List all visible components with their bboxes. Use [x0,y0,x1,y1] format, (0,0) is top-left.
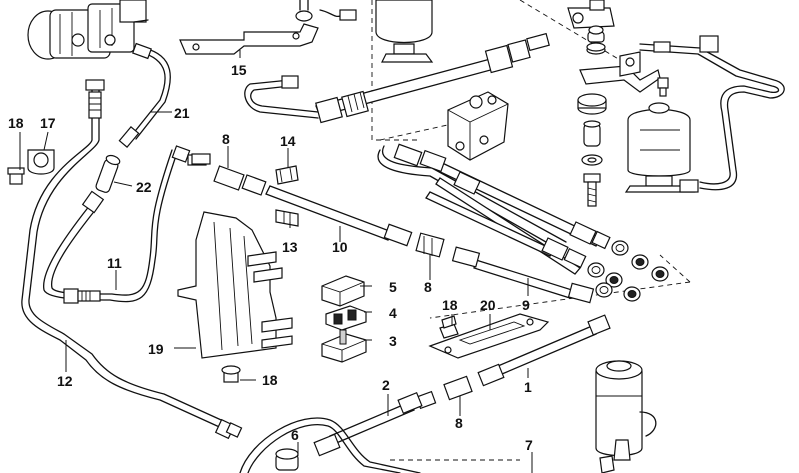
right-washer-stack [586,25,606,55]
plug-18-middle [439,315,459,339]
clamp-4 [325,305,367,331]
fitting-6 [275,448,299,471]
callout-4: 4 [389,305,397,321]
callout-17: 17 [40,115,56,131]
callout-1: 1 [524,379,532,395]
callout-8-bottom: 8 [455,415,463,431]
hydraulic-pump-assembly [27,0,149,60]
pipe-21 [118,42,171,148]
callout-21: 21 [174,105,190,121]
top-small-part [295,0,357,22]
right-fitting-top [567,0,615,29]
callout-18-top: 18 [8,115,24,131]
callout-7: 7 [525,437,533,453]
callout-20: 20 [480,297,496,313]
pressure-accumulator-top [375,0,434,63]
hose-2 [313,391,423,457]
callout-8-top: 8 [222,131,230,147]
o-rings [587,240,669,302]
callout-5: 5 [389,279,397,295]
clip-13 [275,209,299,227]
callout-10: 10 [332,239,348,255]
reservoir-7 [595,360,657,473]
union-8-mid [415,232,445,258]
right-bolt-stack [577,93,607,207]
callout-8-middle: 8 [424,279,432,295]
callout-18-bottom: 18 [262,372,278,388]
right-accumulator [624,102,696,193]
hydraulic-valve [447,91,509,161]
clamp-3 [321,329,367,363]
plate-20 [428,313,550,359]
clamp-17 [27,149,55,175]
callout-3: 3 [389,333,397,349]
callout-2: 2 [382,377,390,393]
leader-lines [19,50,533,473]
clamp-5 [321,275,365,307]
callout-13: 13 [282,239,298,255]
right-pipe-long [639,35,785,193]
bracket-15 [179,23,319,55]
clip-14 [275,165,299,185]
heat-shield-19 [177,211,293,359]
sleeve-22 [95,154,121,193]
valve-hoses [377,143,611,275]
callout-6: 6 [291,427,299,443]
callout-18-middle: 18 [442,297,458,313]
callout-12: 12 [57,373,73,389]
hose-1 [477,314,611,387]
plug-18-top [7,167,25,185]
callout-9: 9 [522,297,530,313]
callout-14: 14 [280,133,296,149]
callout-22: 22 [136,179,152,195]
hose-9 [451,246,595,304]
hose-12 [21,79,243,440]
callout-15: 15 [231,62,247,78]
right-mount-bracket [579,51,661,93]
hose-11 [43,145,207,304]
bottom-hose [239,417,520,473]
union-8-bottom [415,375,473,410]
right-clip-small [657,77,669,97]
plug-18-bottom [221,365,241,383]
callout-11: 11 [107,255,122,271]
hose-10 [191,153,413,247]
callout-19: 19 [148,341,164,357]
callout-labels: 1 2 3 4 5 6 7 8 8 8 9 10 11 12 13 14 15 … [8,62,533,453]
upper-center-hose [244,32,550,124]
